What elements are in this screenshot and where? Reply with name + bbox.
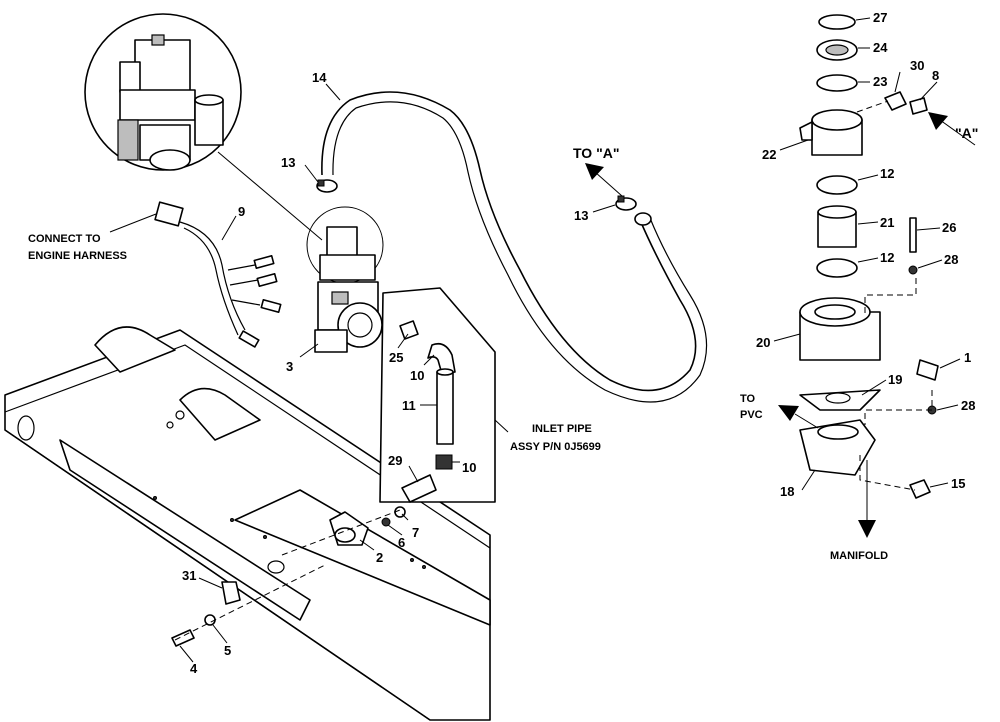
label-manifold: MANIFOLD: [830, 550, 888, 562]
arrow-to-manifold: [858, 460, 876, 538]
callout-31: 31: [182, 568, 196, 583]
callout-10-lower: 10: [462, 460, 476, 475]
detail-magnifier: [84, 13, 242, 171]
callout-22: 22: [762, 147, 776, 162]
mounting-bracket: [171, 506, 406, 647]
callout-12-upper: 12: [880, 166, 894, 181]
callout-25: 25: [389, 350, 403, 365]
callout-21: 21: [880, 215, 894, 230]
callout-8: 8: [932, 68, 939, 83]
callout-leaders: [179, 17, 961, 663]
callout-24: 24: [873, 40, 888, 55]
label-to: TO: [740, 393, 756, 405]
callout-5: 5: [224, 643, 231, 658]
wire-harness: [154, 201, 282, 348]
detail-leader: [217, 151, 323, 241]
hose-clamp-13-upper: [316, 179, 338, 193]
callout-7: 7: [412, 525, 419, 540]
label-assy-pn: ASSY P/N 0J5699: [510, 441, 601, 453]
callout-18: 18: [780, 484, 794, 499]
assembly-line-bracket: [281, 509, 401, 556]
assembly-line-nut-15: [859, 455, 916, 491]
callout-11: 11: [402, 398, 416, 413]
arrow-to-a: [585, 163, 623, 197]
callout-15: 15: [951, 476, 965, 491]
callout-1: 1: [964, 350, 971, 365]
label-engine-harness: ENGINE HARNESS: [28, 250, 127, 262]
right-assembly-stack: [799, 14, 939, 499]
harness-leader: [109, 213, 157, 233]
inlet-pipe-assembly: [379, 287, 496, 503]
callout-2: 2: [376, 550, 383, 565]
arrow-from-a: [928, 112, 976, 146]
callout-12-lower: 12: [880, 250, 894, 265]
assembly-line-fitting-30: [856, 100, 889, 113]
callout-20: 20: [756, 335, 770, 350]
callout-13-lower: 13: [574, 208, 588, 223]
callout-28-upper: 28: [944, 252, 958, 267]
callout-28-lower: 28: [961, 398, 975, 413]
callout-23: 23: [873, 74, 887, 89]
assembly-line-bolt: [174, 564, 326, 641]
callout-6: 6: [398, 535, 405, 550]
callout-26: 26: [942, 220, 956, 235]
assembly-line-bolt-26: [864, 278, 917, 315]
label-connect-to: CONNECT TO: [28, 233, 101, 245]
callout-30: 30: [910, 58, 924, 73]
hose-clamp-13-lower: [615, 195, 637, 211]
callout-27: 27: [873, 10, 887, 25]
callout-3: 3: [286, 359, 293, 374]
callout-4: 4: [190, 661, 198, 676]
callout-10-upper: 10: [410, 368, 424, 383]
callout-13-upper: 13: [281, 155, 295, 170]
callout-9: 9: [238, 204, 245, 219]
hose: [321, 91, 708, 403]
valve-assembly: [314, 226, 383, 353]
assembly-line-bolt-1: [864, 390, 933, 425]
arrow-to-pvc: [778, 405, 819, 429]
frame-rail: [4, 326, 491, 721]
label-inlet-pipe: INLET PIPE: [532, 423, 592, 435]
label-to-a: TO "A": [573, 145, 619, 161]
callout-14: 14: [312, 70, 327, 85]
label-a-ref: "A": [955, 125, 978, 141]
callout-19: 19: [888, 372, 902, 387]
callout-29: 29: [388, 453, 402, 468]
label-pvc: PVC: [740, 409, 763, 421]
